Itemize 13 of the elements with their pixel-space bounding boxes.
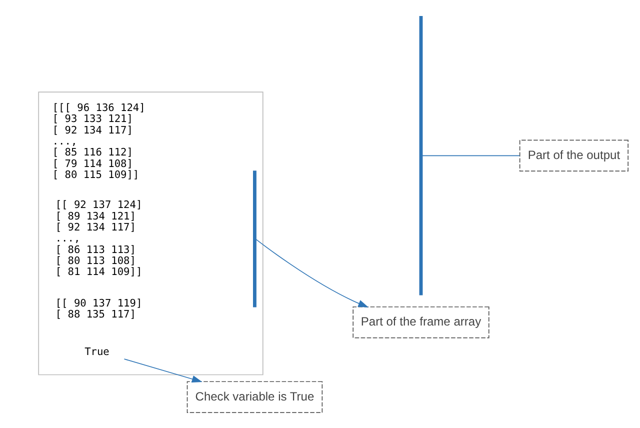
node-brace (253, 170, 256, 307)
node-bracket (419, 16, 423, 295)
cluster (38, 91, 264, 375)
arrow (124, 358, 202, 382)
node-box: Part of the frame array (352, 306, 490, 338)
node-text: [[ 92 137 124] [ 89 134 121] [ 92 134 117] ..., [ 86 113 113] [ 80 113 108] [ 81 114 109]] (55, 198, 142, 278)
node-text: [[ 90 137 119] [ 88 135 117] (55, 297, 142, 320)
node-text: True (84, 346, 110, 358)
arrow (256, 238, 369, 307)
node-box: Check variable is True (186, 380, 323, 412)
node-box: Part of the output (519, 139, 628, 172)
connector (422, 154, 520, 156)
node-text: [[[ 96 136 124] [ 93 133 121] [ 92 134 117] ..., [ 85 116 112] [ 79 114 108] [ 80 115 109]] (52, 102, 146, 181)
